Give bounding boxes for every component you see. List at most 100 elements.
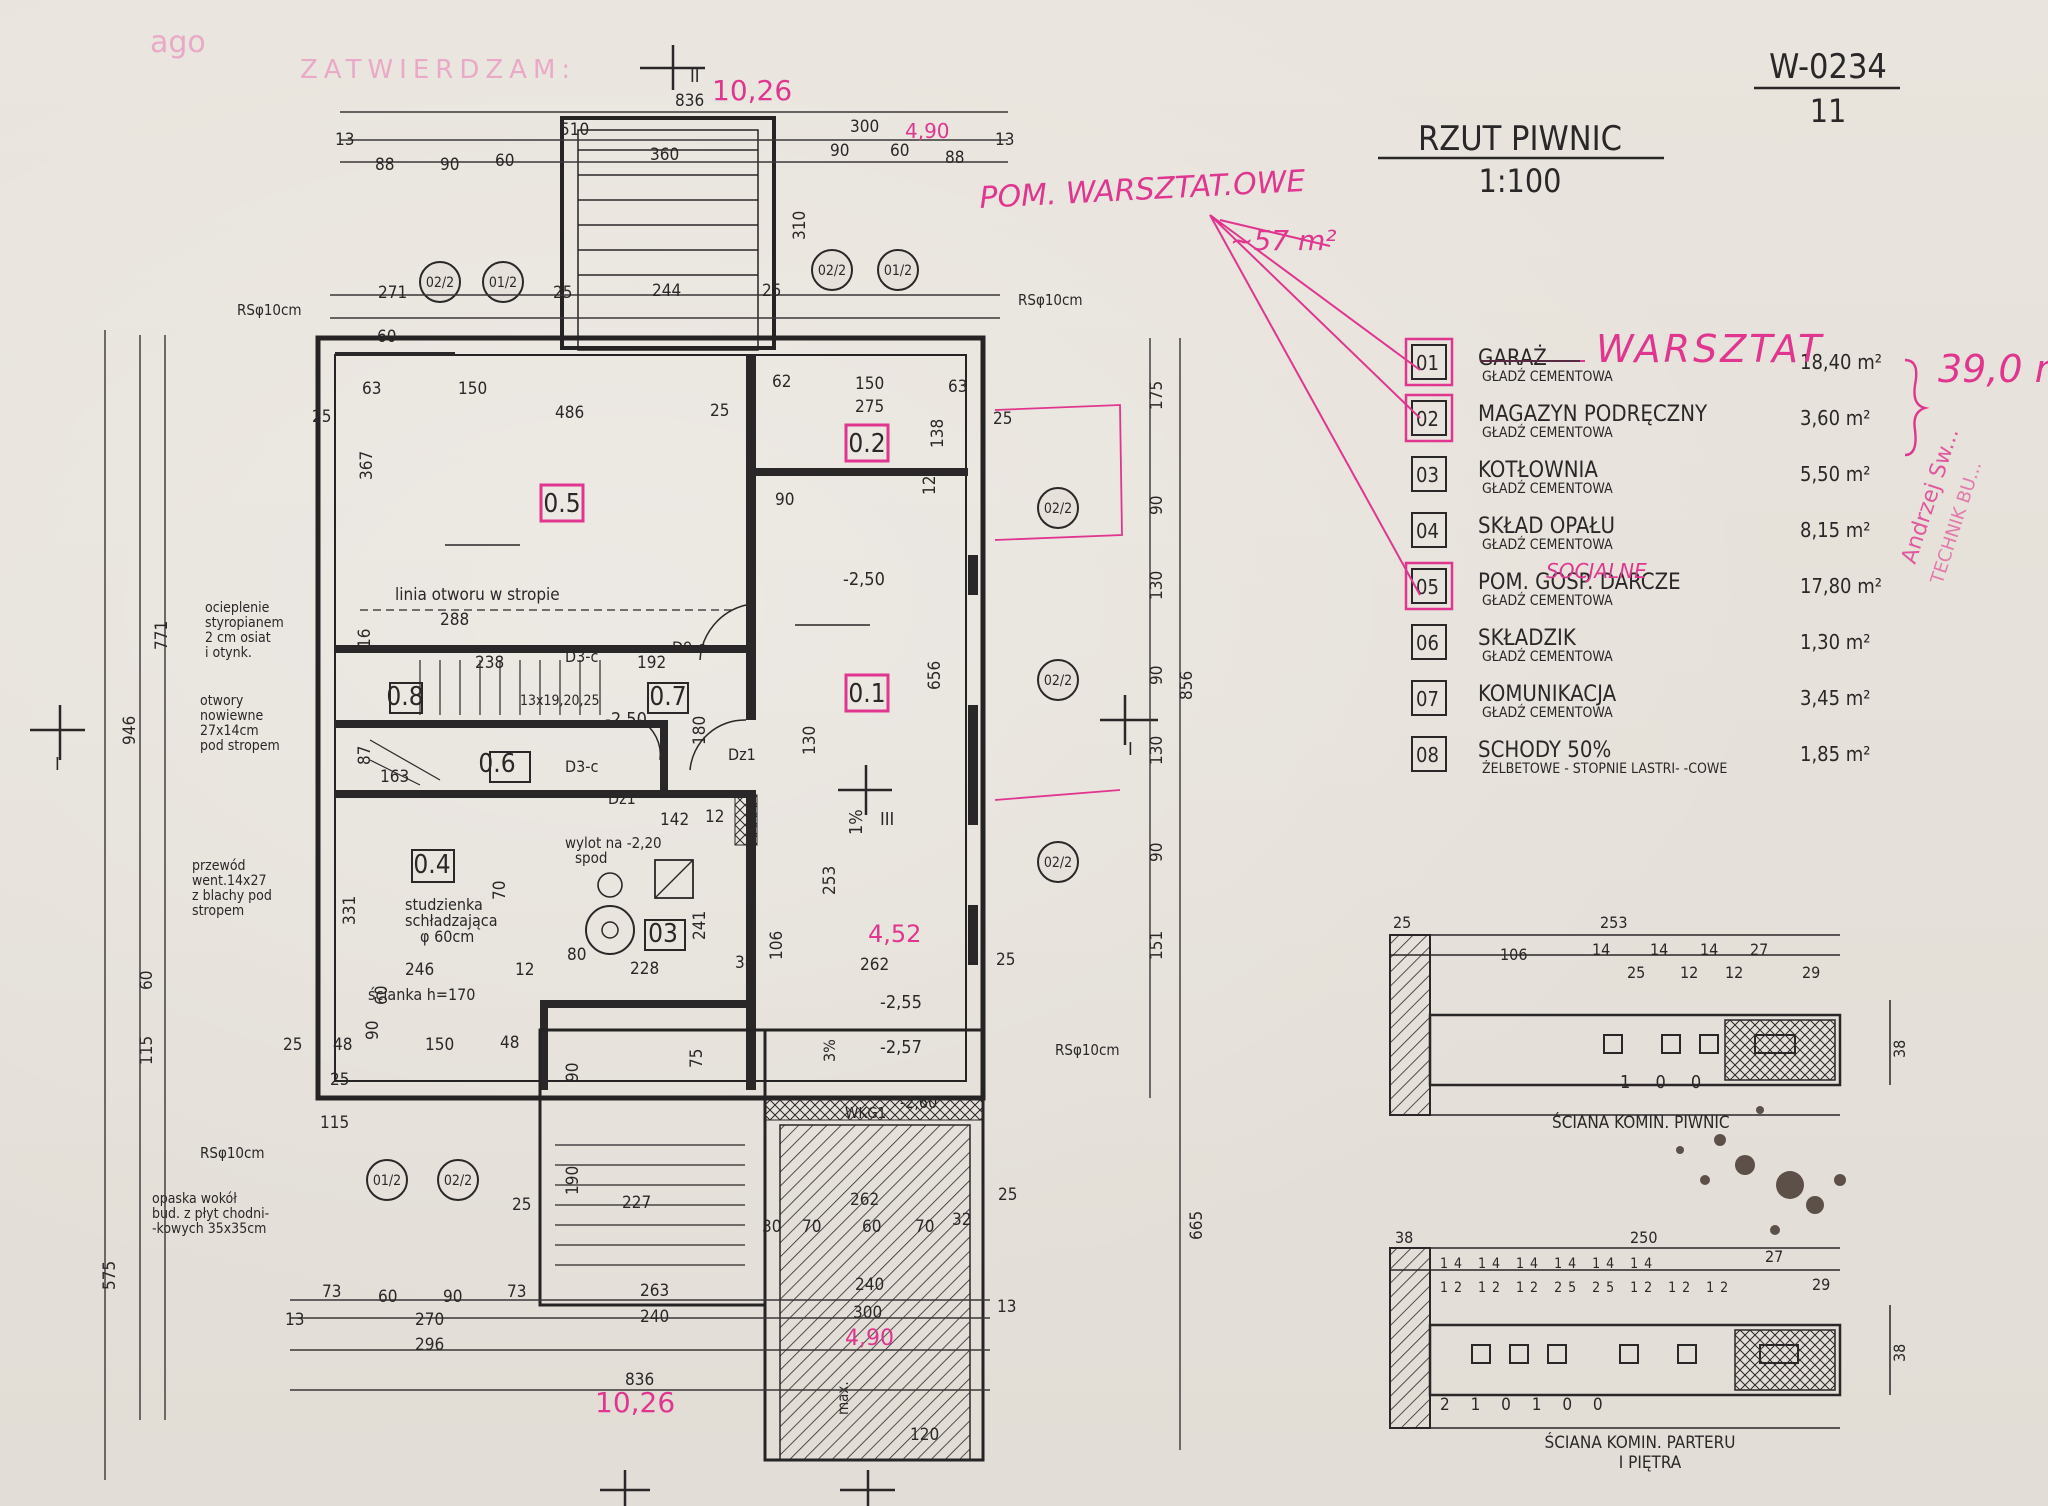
dim-70a: 70: [802, 1217, 821, 1237]
dim-275: 275: [855, 397, 884, 417]
detail1-14b: 14: [1650, 940, 1668, 959]
schedule-room-name: POM. GOSP. DARCZE: [1478, 570, 1681, 595]
detail1-caption: ŚCIANA KOMIN. PIWNIC: [1552, 1111, 1730, 1133]
pink-bottom-dim2: 4,90: [845, 1326, 894, 1351]
outlet-note2: spod: [575, 849, 607, 867]
schedule-number-box: [1411, 624, 1447, 660]
detail2-flue-numbers: 2 1 0 1 0 0: [1440, 1395, 1611, 1415]
pink-inner-dim: 4,52: [868, 920, 921, 948]
detail1-25b: 25: [1627, 963, 1645, 982]
rs-top-left: RSφ10cm: [237, 301, 302, 319]
note-workshop: WARSZTAT: [1596, 327, 1824, 371]
dim-13d: 13: [997, 1297, 1016, 1317]
dim-360: 360: [650, 145, 679, 165]
schedule-room-name: GARAŻ: [1478, 345, 1547, 371]
dim-300: 300: [850, 117, 879, 137]
schedule-number-box: [1411, 736, 1447, 772]
dim-90b: 90: [830, 141, 849, 161]
detail1-12a: 12: [1680, 963, 1698, 982]
schedule-area: 3,60 m²: [1800, 406, 1871, 430]
dim-v115: 115: [137, 1036, 157, 1065]
dim-25g: 25: [283, 1035, 302, 1055]
dim-13a: 13: [335, 130, 354, 150]
detail-tag-circle: [482, 261, 524, 303]
schedule-room-name: SKŁADZIK: [1478, 626, 1577, 651]
detail1-106: 106: [1500, 945, 1527, 964]
insulation-note4: i otynk.: [205, 645, 252, 661]
detail2-38v: 38: [1890, 1344, 1909, 1362]
detail-tag-circle: [419, 261, 461, 303]
schedule-number: 04: [1416, 519, 1439, 543]
dim-63a: 63: [362, 379, 381, 399]
dim-367: 367: [357, 451, 377, 480]
dim-227: 227: [622, 1193, 651, 1213]
dim-115b: 115: [320, 1113, 349, 1133]
room-label-01: 0.1: [848, 679, 885, 709]
dim-240a: 240: [855, 1275, 884, 1295]
schedule-pink-mark: [1404, 561, 1454, 611]
rs-top-right: RSφ10cm: [1018, 291, 1083, 309]
dim-836-top: 836: [675, 91, 704, 111]
dim-106: 106: [767, 931, 787, 960]
schedule-number: 06: [1416, 631, 1439, 655]
dim-v90a: 90: [1147, 496, 1167, 515]
dim-13c: 13: [285, 1310, 304, 1330]
dim-138: 138: [928, 419, 948, 448]
dim-70b: 70: [915, 1217, 934, 1237]
dim-48b: 48: [500, 1033, 519, 1053]
dim-73b: 73: [507, 1282, 526, 1302]
schedule-pink-mark: [1404, 393, 1454, 443]
schedule-area: 1,85 m²: [1800, 742, 1871, 766]
dim-130a: 130: [800, 726, 820, 755]
level-250a: -2,50: [843, 569, 885, 590]
schedule-finish: GŁADŹ CEMENTOWA: [1482, 535, 1613, 553]
dim-63b: 63: [948, 377, 967, 397]
schedule-number-box: [1411, 512, 1447, 548]
dim-25h: 25: [512, 1195, 531, 1215]
drawing-scale: 1:100: [1479, 162, 1562, 200]
dim-240b: 240: [640, 1307, 669, 1327]
dim-v90c: 90: [1147, 843, 1167, 862]
dim-60a: 60: [495, 151, 514, 171]
detail2-29: 29: [1812, 1275, 1830, 1294]
level-255: -2,55: [880, 992, 922, 1013]
dim-v175: 175: [1147, 381, 1167, 410]
dim-30: 30: [762, 1217, 781, 1237]
door-dz1-b: Dz1: [608, 789, 636, 808]
detail-tag-circle: [1037, 841, 1079, 883]
detail2-27: 27: [1765, 1247, 1783, 1266]
drawing-title: RZUT PIWNIC: [1418, 119, 1622, 159]
schedule-finish: ŻELBETOWE - STOPNIE LASTRI- -COWE: [1482, 759, 1727, 777]
dim-13b: 13: [995, 130, 1014, 150]
detail-tag-circle: [877, 249, 919, 291]
schedule-area: 3,45 m²: [1800, 686, 1871, 710]
schedule-finish: GŁADŹ CEMENTOWA: [1482, 591, 1613, 609]
section-I-right: I: [1128, 739, 1133, 760]
schedule-finish: GŁADŹ CEMENTOWA: [1482, 479, 1613, 497]
detail-tag-label: 02/2: [1044, 673, 1072, 689]
dim-271: 271: [378, 283, 407, 303]
dim-180: 180: [690, 716, 710, 745]
dim-60c: 60: [372, 986, 392, 1005]
sheet-code: W-0234: [1769, 47, 1887, 87]
schedule-area: 5,50 m²: [1800, 462, 1871, 486]
schedule-number-box: [1411, 344, 1447, 380]
dim-25d: 25: [710, 401, 729, 421]
sump-note3: φ 60cm: [420, 927, 474, 946]
level-257: -2,57: [880, 1037, 922, 1058]
detail-tag-circle: [366, 1159, 408, 1201]
dim-25a: 25: [553, 283, 572, 303]
wkg-label: WKG1: [845, 1104, 886, 1122]
section-III: III: [880, 809, 894, 830]
detail1-27: 27: [1750, 940, 1768, 959]
door-d3c-b: D3-c: [565, 757, 598, 776]
dim-510: 510: [560, 120, 589, 140]
pink-top-dim2: 4,90: [905, 119, 950, 143]
dim-270: 270: [415, 1310, 444, 1330]
